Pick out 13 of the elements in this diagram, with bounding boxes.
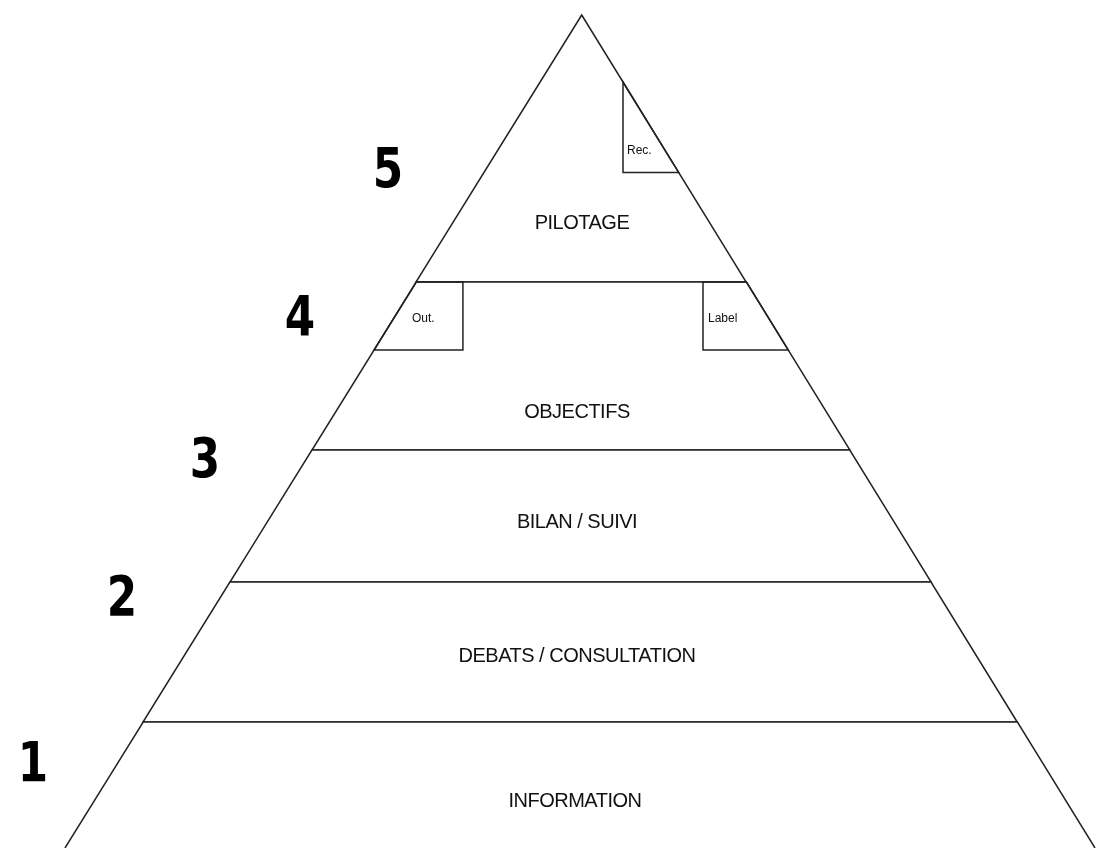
level-label: DEBATS / CONSULTATION xyxy=(458,643,696,667)
level-number: 4 xyxy=(284,288,316,344)
level-label: PILOTAGE xyxy=(534,210,630,234)
level-number: 5 xyxy=(372,140,404,196)
level-number: 2 xyxy=(106,568,138,624)
level-number: 1 xyxy=(17,734,49,790)
level-label: OBJECTIFS xyxy=(524,399,630,423)
box-label: Rec. xyxy=(627,143,652,157)
level-label: BILAN / SUIVI xyxy=(516,509,638,533)
level-label: INFORMATION xyxy=(508,788,642,812)
box-label: Out. xyxy=(412,311,435,325)
box-label: Label xyxy=(708,311,738,325)
level-number: 3 xyxy=(189,430,221,486)
